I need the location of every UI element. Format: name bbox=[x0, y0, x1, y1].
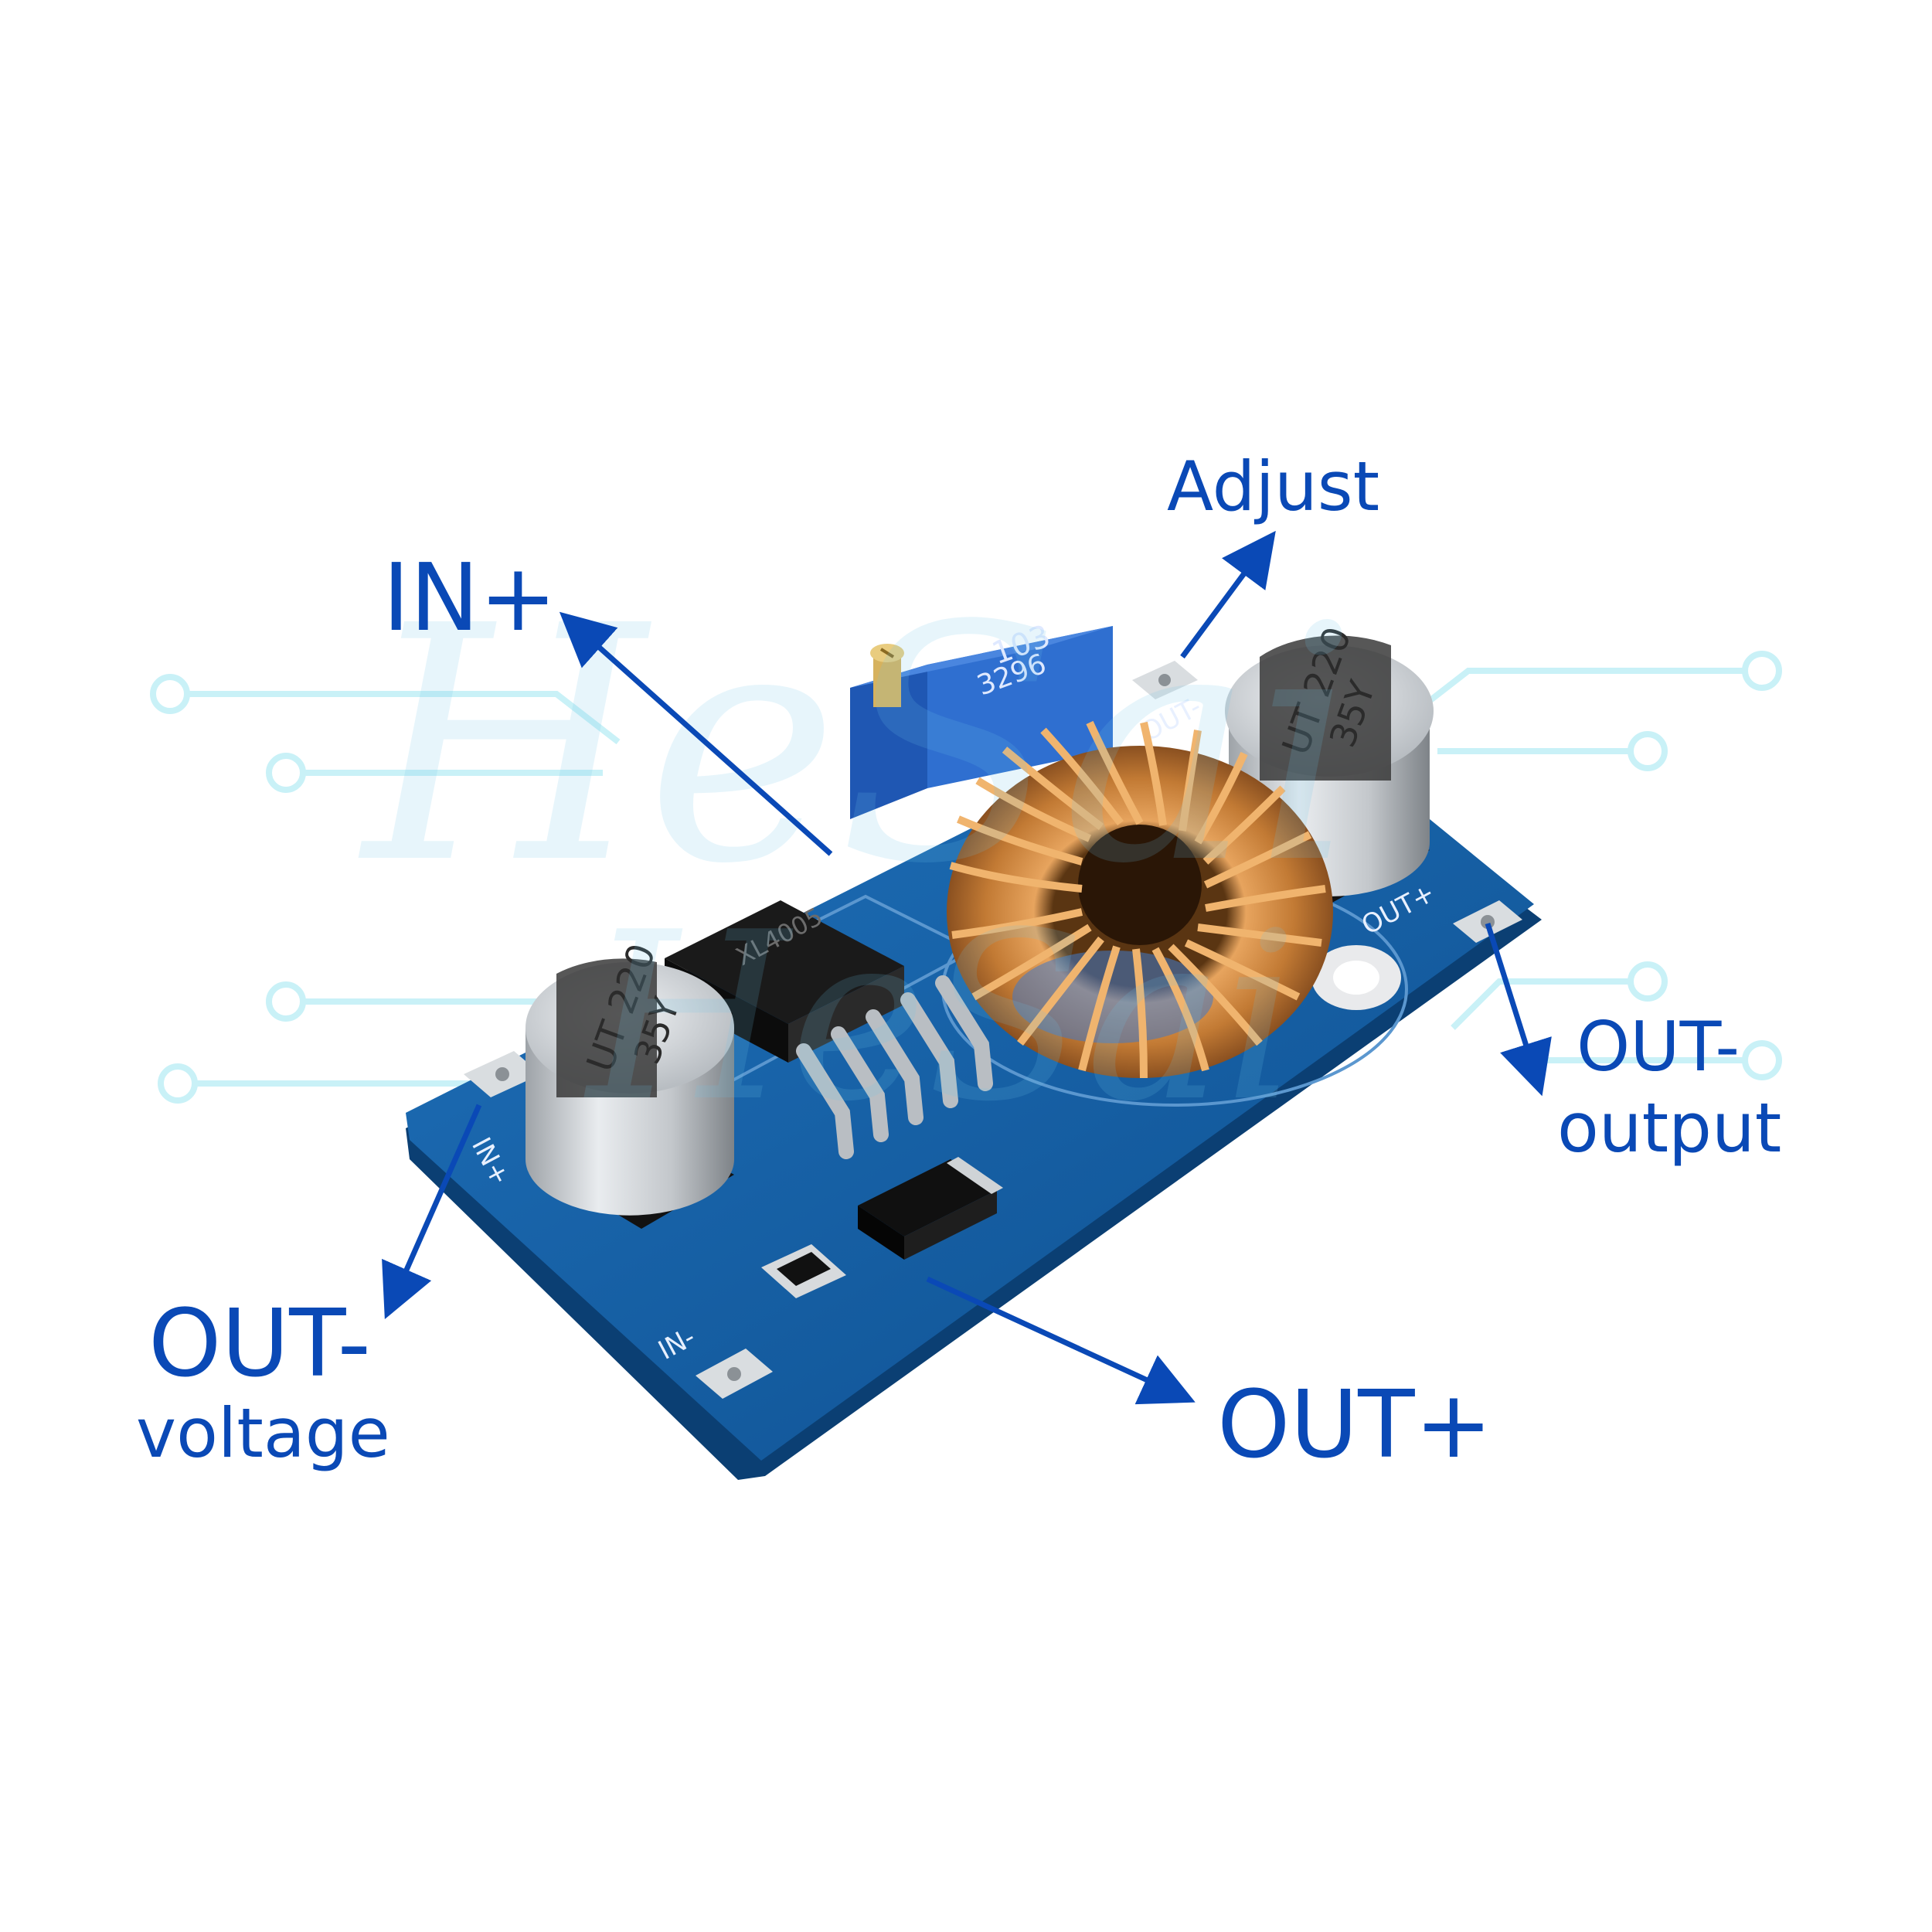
arrow-out-minus-left bbox=[382, 1104, 482, 1320]
label-in-plus: IN+ bbox=[383, 545, 557, 652]
potentiometer: 103 3296 bbox=[850, 618, 1113, 819]
pad-out-minus bbox=[1132, 661, 1198, 699]
label-out-minus-right-1: OUT- bbox=[1577, 1007, 1740, 1087]
toroid-inductor bbox=[947, 720, 1333, 1079]
coil-windings bbox=[949, 720, 1326, 1079]
watermark-line-2: HeSai bbox=[583, 883, 1298, 1152]
background-circuit-lines bbox=[150, 651, 1782, 1104]
smd-resistor bbox=[761, 1244, 846, 1298]
chip-leads bbox=[796, 975, 993, 1159]
arrow-adjust bbox=[1180, 530, 1276, 659]
arrow-out-plus bbox=[926, 1276, 1196, 1405]
label-adjust: Adjust bbox=[1167, 447, 1379, 526]
pad-out-plus bbox=[1453, 900, 1522, 943]
label-out-minus-right-2: output bbox=[1557, 1088, 1781, 1168]
label-out-minus-left-1: OUT- bbox=[148, 1291, 371, 1398]
watermark: HeSai HeSai bbox=[358, 557, 1358, 1152]
label-out-minus-left-2: voltage bbox=[136, 1393, 390, 1473]
diode bbox=[858, 1157, 1003, 1260]
arrow-out-minus-right bbox=[1485, 922, 1552, 1097]
callout-arrows bbox=[382, 530, 1552, 1405]
capacitor-left: UT 220 35Y bbox=[526, 938, 734, 1229]
pad-in-minus bbox=[696, 1349, 773, 1399]
watermark-line-1: HeSai bbox=[358, 557, 1358, 935]
arrow-in-plus bbox=[559, 611, 833, 856]
label-out-plus: OUT+ bbox=[1217, 1372, 1492, 1479]
pad-in-plus bbox=[464, 1051, 541, 1097]
adjust-screw[interactable] bbox=[870, 644, 904, 707]
